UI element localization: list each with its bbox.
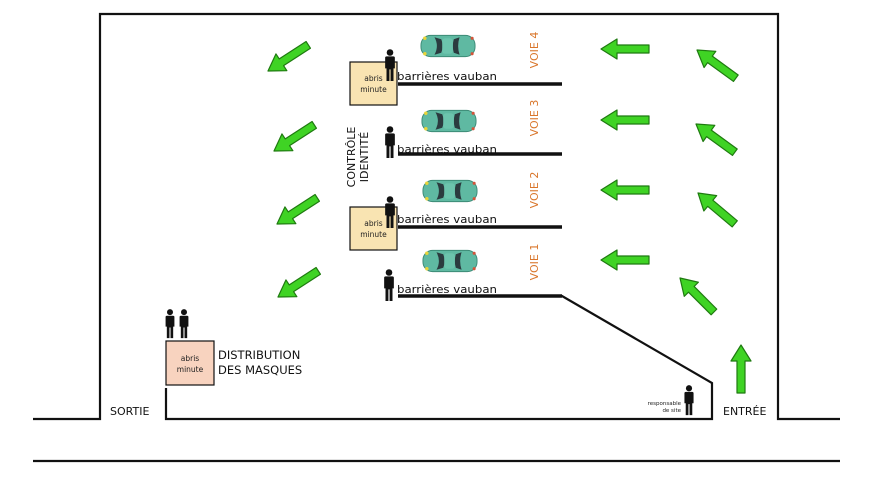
arrow-icon bbox=[271, 261, 325, 306]
arrow-icon bbox=[690, 41, 743, 87]
barrier-label-4: barrières vauban bbox=[397, 70, 497, 83]
building-outline bbox=[33, 12, 840, 421]
mask-distribution-line2: DES MASQUES bbox=[218, 363, 302, 377]
svg-text:abris: abris bbox=[364, 74, 383, 83]
site-manager-line1: responsable bbox=[648, 401, 682, 407]
car-icon bbox=[420, 34, 476, 58]
car-icon bbox=[421, 109, 477, 133]
lane-label-4: VOIE 4 bbox=[528, 32, 541, 69]
barrier-label-1: barrières vauban bbox=[397, 283, 497, 296]
arrow-icon bbox=[600, 38, 650, 60]
mask-distribution-line1: DISTRIBUTION bbox=[218, 348, 300, 362]
barrier-label-2: barrières vauban bbox=[397, 213, 497, 226]
person-icon bbox=[684, 385, 694, 416]
identity-check-line2: IDENTITÉ bbox=[358, 132, 371, 183]
person-icon bbox=[165, 309, 175, 339]
arrow-icon bbox=[270, 188, 324, 233]
person-icon bbox=[179, 309, 189, 339]
arrow-icon bbox=[690, 184, 742, 233]
barrier-label-3: barrières vauban bbox=[397, 143, 497, 156]
arrow-icon bbox=[672, 270, 722, 320]
svg-text:abris: abris bbox=[364, 219, 383, 228]
arrow-icon bbox=[261, 35, 315, 80]
arrow-icon bbox=[600, 179, 650, 201]
person-icon bbox=[384, 269, 394, 302]
arrow-icon bbox=[730, 344, 752, 394]
site-manager-line2: de site bbox=[662, 408, 681, 414]
svg-text:abris: abris bbox=[181, 354, 200, 363]
shelter-middle: abris minute bbox=[349, 206, 398, 251]
lane-label-1: VOIE 1 bbox=[528, 244, 541, 281]
shelter-masks: abris minute bbox=[165, 340, 215, 386]
svg-text:minute: minute bbox=[360, 230, 387, 239]
arrow-icon bbox=[600, 249, 650, 271]
arrow-icon bbox=[689, 115, 742, 161]
person-icon bbox=[385, 126, 395, 159]
car-icon bbox=[422, 249, 478, 273]
arrow-icon bbox=[267, 115, 321, 160]
exit-label: SORTIE bbox=[110, 405, 149, 418]
svg-text:minute: minute bbox=[177, 365, 204, 374]
car-icon bbox=[422, 179, 478, 203]
entry-label: ENTRÉE bbox=[723, 405, 766, 418]
svg-text:minute: minute bbox=[360, 85, 387, 94]
arrow-icon bbox=[600, 109, 650, 131]
lane-label-3: VOIE 3 bbox=[528, 100, 541, 137]
lane-label-2: VOIE 2 bbox=[528, 172, 541, 209]
identity-check-line1: CONTRÔLE bbox=[345, 127, 358, 188]
